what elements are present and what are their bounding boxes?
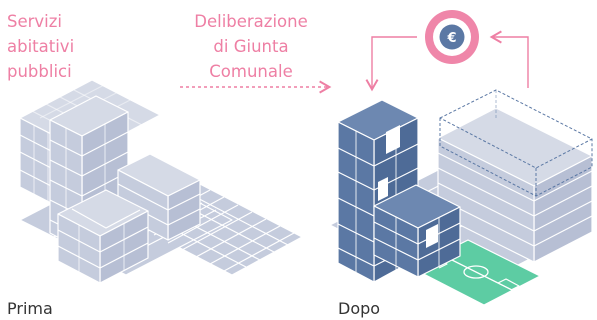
- deliberazione-label: Deliberazione di Giunta Comunale: [194, 12, 308, 81]
- servizi-label: Servizi abitativi pubblici: [7, 12, 74, 81]
- servizi-label-line-3: pubblici: [7, 62, 72, 81]
- caption-after: Dopo: [338, 299, 380, 318]
- after-city: [329, 89, 593, 306]
- euro-badge: €: [425, 10, 479, 64]
- after-low-blocks: [437, 107, 593, 263]
- before-front-building: [57, 189, 149, 284]
- caption-before: Prima: [7, 299, 53, 318]
- servizi-label-line-1: Servizi: [7, 12, 62, 31]
- euro-arrow-left: [365, 36, 417, 92]
- after-mid-building: [373, 184, 461, 278]
- planned-volume-outline: [439, 89, 593, 197]
- euro-arrow-right: [489, 30, 529, 88]
- euro-icon: €: [446, 31, 456, 46]
- servizi-label-line-2: abitativi: [7, 37, 74, 56]
- deliberazione-label-line-2: di Giunta: [213, 37, 288, 56]
- before-city: [19, 79, 303, 284]
- tower-window-mid: [378, 177, 388, 201]
- mid-building-window: [426, 224, 438, 248]
- deliberazione-label-line-3: Comunale: [209, 62, 292, 81]
- before-low-block: [117, 153, 201, 241]
- tower-window-upper: [386, 125, 400, 154]
- deliberazione-label-line-1: Deliberazione: [194, 12, 308, 31]
